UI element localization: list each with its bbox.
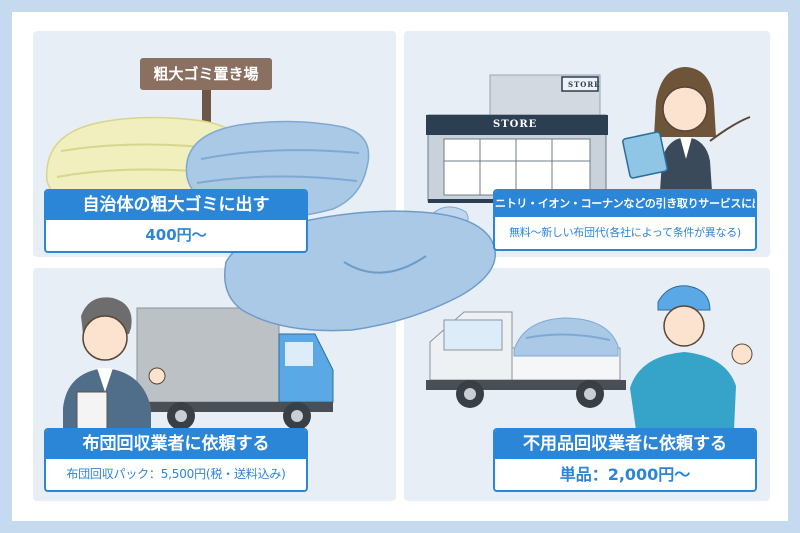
option-price: 無料〜新しい布団代(各社によって条件が異なる) (509, 226, 741, 239)
option-price: 布団回収パック：5,500円(税・送料込み) (66, 467, 286, 481)
option-price: 400円〜 (145, 226, 207, 244)
option-title: 不用品回収業者に依頼する (495, 430, 755, 459)
option-label-store: ニトリ・イオン・コーナンなどの引き取りサービスに出す 無料〜新しい布団代(各社に… (493, 189, 757, 251)
worker-person-icon (630, 285, 753, 430)
option-title: 布団回収業者に依頼する (46, 430, 306, 459)
store-illustration (426, 67, 751, 221)
option-label-junk-removal: 不用品回収業者に依頼する 単品：2,000円〜 (493, 428, 757, 492)
option-label-municipal: 自治体の粗大ゴミに出す 400円〜 (44, 189, 308, 253)
option-price: 単品：2,000円〜 (559, 465, 691, 484)
option-label-futon-collector: 布団回収業者に依頼する 布団回収パック：5,500円(税・送料込み) (44, 428, 308, 492)
option-title: 自治体の粗大ゴミに出す (46, 191, 306, 220)
store-sign-main: STORE (493, 119, 538, 130)
store-sign-upper: STORE (568, 80, 601, 89)
option-title: ニトリ・イオン・コーナンなどの引き取りサービスに出す (495, 191, 755, 217)
collector-person-icon (63, 297, 166, 438)
waste-site-sign: 粗大ゴミ置き場 (140, 58, 272, 90)
